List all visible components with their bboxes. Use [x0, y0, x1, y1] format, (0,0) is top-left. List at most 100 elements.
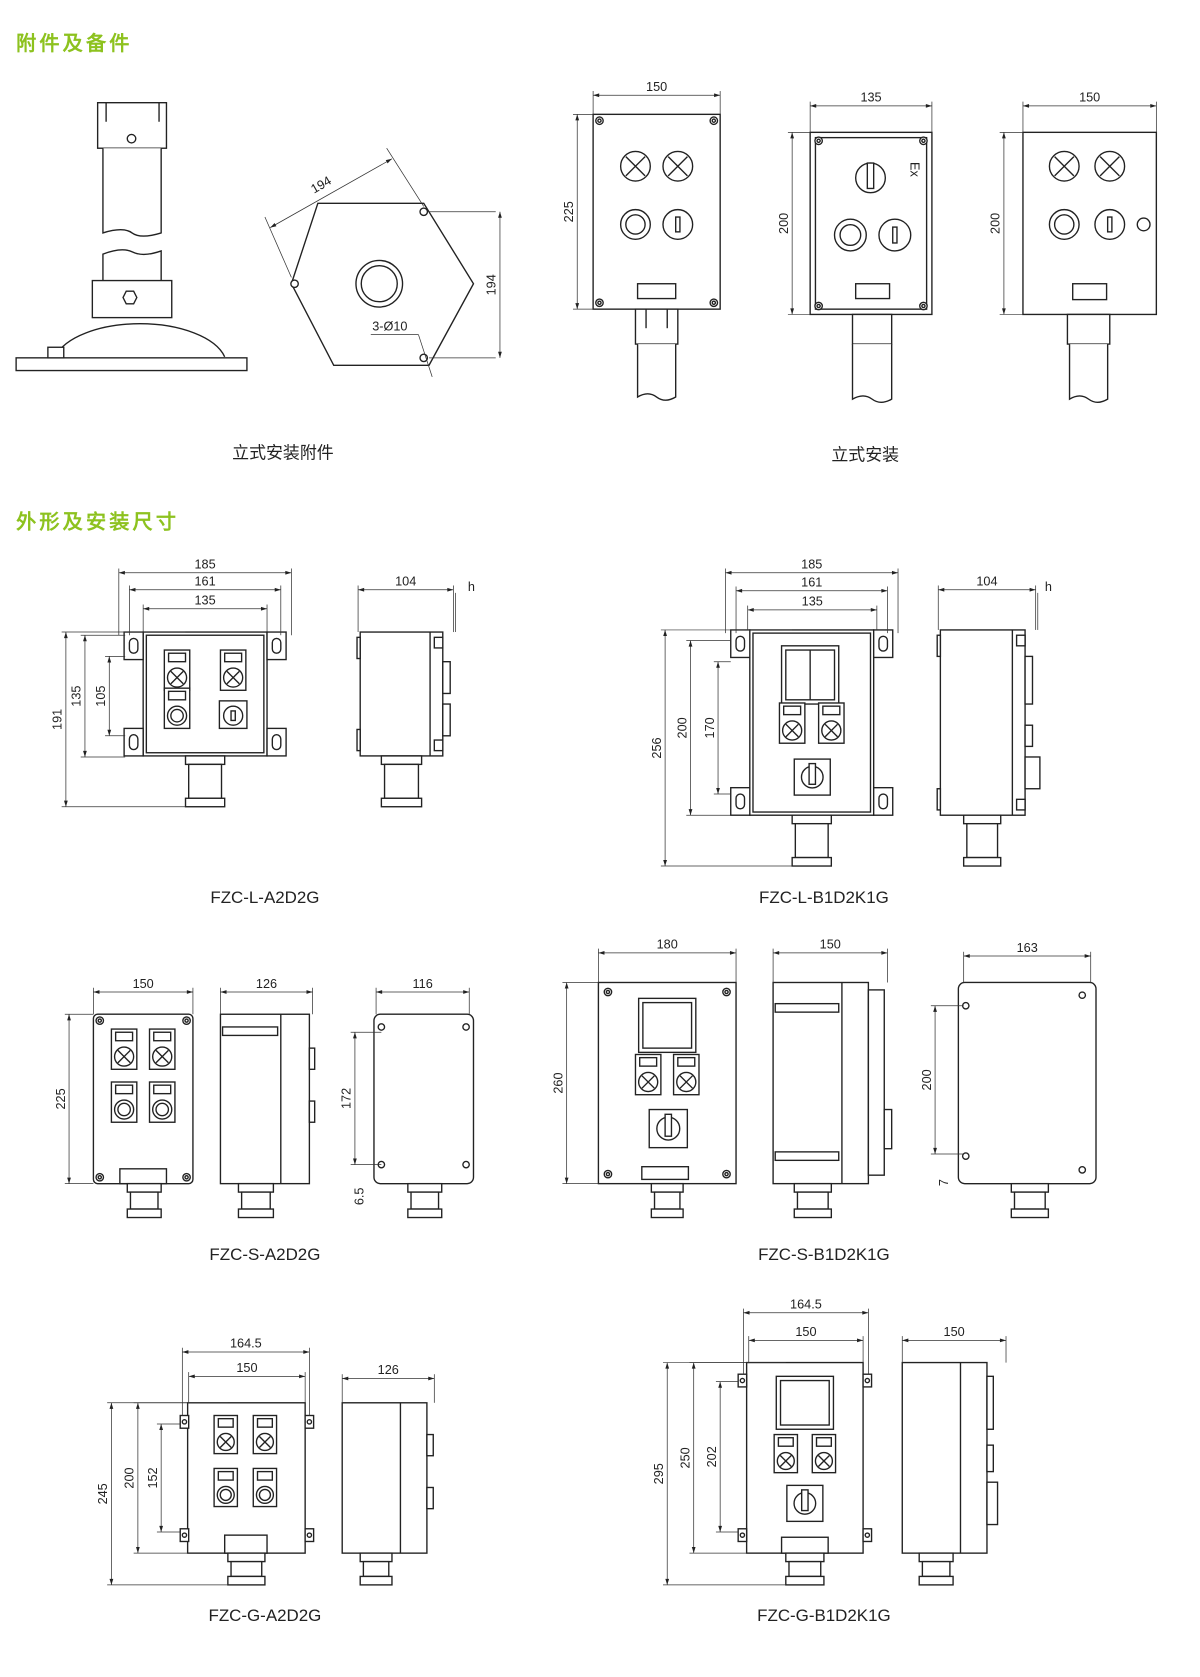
button-side	[986, 1444, 994, 1473]
dimension-arrow	[663, 859, 667, 867]
dimension-arrow	[376, 990, 383, 994]
cable-gland-body	[410, 1191, 440, 1210]
line	[817, 1455, 830, 1468]
conduit-pipe	[1068, 344, 1109, 403]
dimension-arrow	[963, 954, 970, 958]
button-mark	[1106, 216, 1113, 233]
dimension-arrow	[716, 787, 720, 795]
screw-head	[724, 989, 729, 995]
dimension-label: 194	[308, 174, 333, 197]
dimension-label: 200	[989, 213, 1003, 234]
hinge	[936, 788, 942, 811]
clip	[1015, 634, 1026, 647]
dimension-arrow	[575, 114, 580, 121]
dimension-arrow	[270, 223, 277, 228]
cable-gland-nut	[359, 1575, 393, 1586]
cable-gland	[785, 1552, 825, 1563]
enclosure-inner	[145, 634, 265, 754]
line	[258, 1435, 271, 1448]
enclosure-inner	[752, 632, 872, 813]
dimension-label: 7	[937, 1179, 951, 1186]
dimension-arrow	[688, 809, 693, 816]
mount-hole	[1078, 1166, 1087, 1174]
dimension-arrow	[463, 990, 470, 994]
mounting-slot	[735, 793, 746, 810]
screw-head	[605, 1171, 611, 1177]
cable-gland	[793, 1182, 833, 1193]
push-button-inner	[839, 224, 862, 247]
enclosure-side	[341, 1402, 428, 1554]
dimension-label: 150	[1079, 91, 1100, 105]
dimension-arrow	[67, 1014, 71, 1021]
mount-hole	[462, 1160, 470, 1169]
label-plate	[223, 652, 243, 663]
enclosure-side	[939, 629, 1026, 816]
screw-head	[816, 138, 821, 144]
dimension-arrow	[342, 1376, 349, 1381]
dimension-label: 150	[236, 1361, 257, 1375]
dimension-arrow	[933, 1005, 937, 1012]
enclosure-front	[592, 113, 721, 310]
cable-gland-body	[966, 822, 999, 859]
label-plate	[777, 1437, 794, 1447]
dimension-arrow	[358, 587, 365, 592]
dimension-arrow	[303, 1350, 310, 1354]
dimension-arrow	[716, 661, 720, 668]
mounting-slot	[878, 635, 889, 652]
dimension-label: 161	[801, 576, 822, 590]
dimension-arrow	[688, 640, 693, 647]
dimension-arrow	[353, 1158, 357, 1165]
dimension-label: 164.5	[230, 1337, 262, 1351]
lug-hole	[306, 1419, 313, 1425]
dimension-arrow	[1084, 954, 1091, 958]
dimension-arrow	[1150, 103, 1157, 108]
dimension-line	[270, 158, 393, 228]
button-mark	[892, 226, 898, 244]
dimension-label: 161	[195, 574, 216, 588]
button-side	[308, 1100, 316, 1123]
caption-stand-accessory: 立式安装附件	[232, 443, 334, 462]
stand-base-plate	[15, 357, 248, 372]
dimension-label: 105	[94, 686, 108, 707]
center-hole-inner	[360, 265, 398, 303]
line	[219, 1435, 232, 1448]
dimension-label: 185	[195, 558, 216, 572]
dimension-label: 260	[551, 1072, 565, 1093]
dimension-label: 200	[777, 213, 791, 234]
enclosure-side	[772, 981, 870, 1185]
dimension-arrow	[306, 990, 313, 994]
dimension-label: 150	[646, 80, 667, 94]
dimension-arrow	[118, 570, 125, 575]
lug-hole	[739, 1377, 746, 1384]
dimension-arrow	[260, 606, 268, 611]
dimension-label: 152	[146, 1467, 160, 1488]
line	[1054, 156, 1075, 177]
dimension-label: 104	[976, 574, 997, 588]
cable-gland-body	[796, 1191, 829, 1210]
lug-hole	[864, 1377, 871, 1384]
stand-dome	[54, 323, 226, 358]
dimension-arrow	[665, 1362, 670, 1369]
dimension-label: 295	[652, 1463, 666, 1484]
dimension-arrow	[135, 1547, 140, 1554]
dimension-arrow	[862, 1310, 869, 1315]
dimension-arrow	[188, 1374, 195, 1379]
dimension-arrow	[564, 1177, 569, 1184]
screw-head	[711, 300, 717, 306]
enclosure-side	[219, 1013, 311, 1185]
dimension-arrow	[182, 1350, 189, 1354]
dimension-label: h	[468, 580, 475, 594]
mount-hole	[419, 207, 429, 217]
nameplate	[854, 283, 891, 300]
cable-gland-nut	[791, 856, 833, 867]
lug-hole	[306, 1532, 313, 1538]
dimension-arrow	[1002, 308, 1006, 315]
screw-head	[921, 138, 926, 144]
line	[226, 670, 240, 685]
dimension-label: 200	[675, 717, 689, 738]
dimension-label: 194	[485, 274, 499, 295]
selector-handle	[808, 762, 817, 785]
dimension-label: 200	[123, 1467, 137, 1488]
cable-gland	[791, 814, 833, 825]
